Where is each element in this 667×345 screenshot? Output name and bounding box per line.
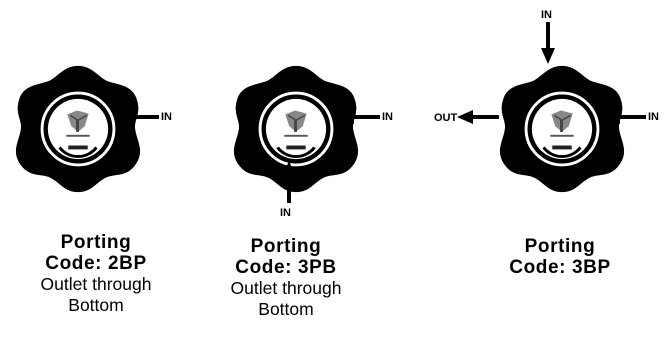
valve-knob-3pb — [229, 62, 363, 196]
outlet-desc-line2-3pb: Bottom — [258, 299, 314, 319]
caption-2bp: Porting Code: 2BP Outlet through Bottom — [0, 232, 192, 316]
outlet-desc-line1-3pb: Outlet through — [230, 278, 342, 298]
inlet-arrow-right-3pb — [338, 110, 380, 124]
porting-title-3pb: Porting — [250, 236, 322, 257]
outlet-desc-line2-2bp: Bottom — [68, 295, 124, 315]
caption-3bp: Porting Code: 3BP — [470, 236, 650, 278]
porting-code-3bp: Code: 3BP — [509, 257, 611, 278]
porting-code-2bp: Code: 2BP — [45, 253, 147, 274]
inlet-arrow-down-3bp — [541, 22, 555, 64]
inlet-label-2bp: IN — [161, 111, 172, 123]
inlet-right-label-3bp: IN — [648, 111, 659, 123]
outlet-desc-line1-2bp: Outlet through — [40, 274, 152, 294]
outlet-label-3bp: OUT — [434, 112, 458, 124]
valve-knob-2bp — [11, 62, 145, 196]
outlet-arrow-left-3bp — [457, 110, 499, 124]
inlet-right-label-3pb: IN — [382, 111, 393, 123]
inlet-arrow-right-2bp — [117, 110, 159, 124]
porting-title-3bp: Porting — [524, 236, 596, 257]
valve-knob-3bp — [495, 62, 629, 196]
caption-3pb: Porting Code: 3PB Outlet through Bottom — [200, 236, 372, 320]
inlet-bottom-label-3pb: IN — [280, 207, 291, 219]
porting-title-2bp: Porting — [60, 232, 132, 253]
porting-code-3pb: Code: 3PB — [235, 257, 337, 278]
inlet-arrow-right-3bp — [604, 110, 646, 124]
inlet-arrow-up-3pb — [282, 161, 296, 203]
inlet-top-label-3bp: IN — [541, 9, 552, 21]
